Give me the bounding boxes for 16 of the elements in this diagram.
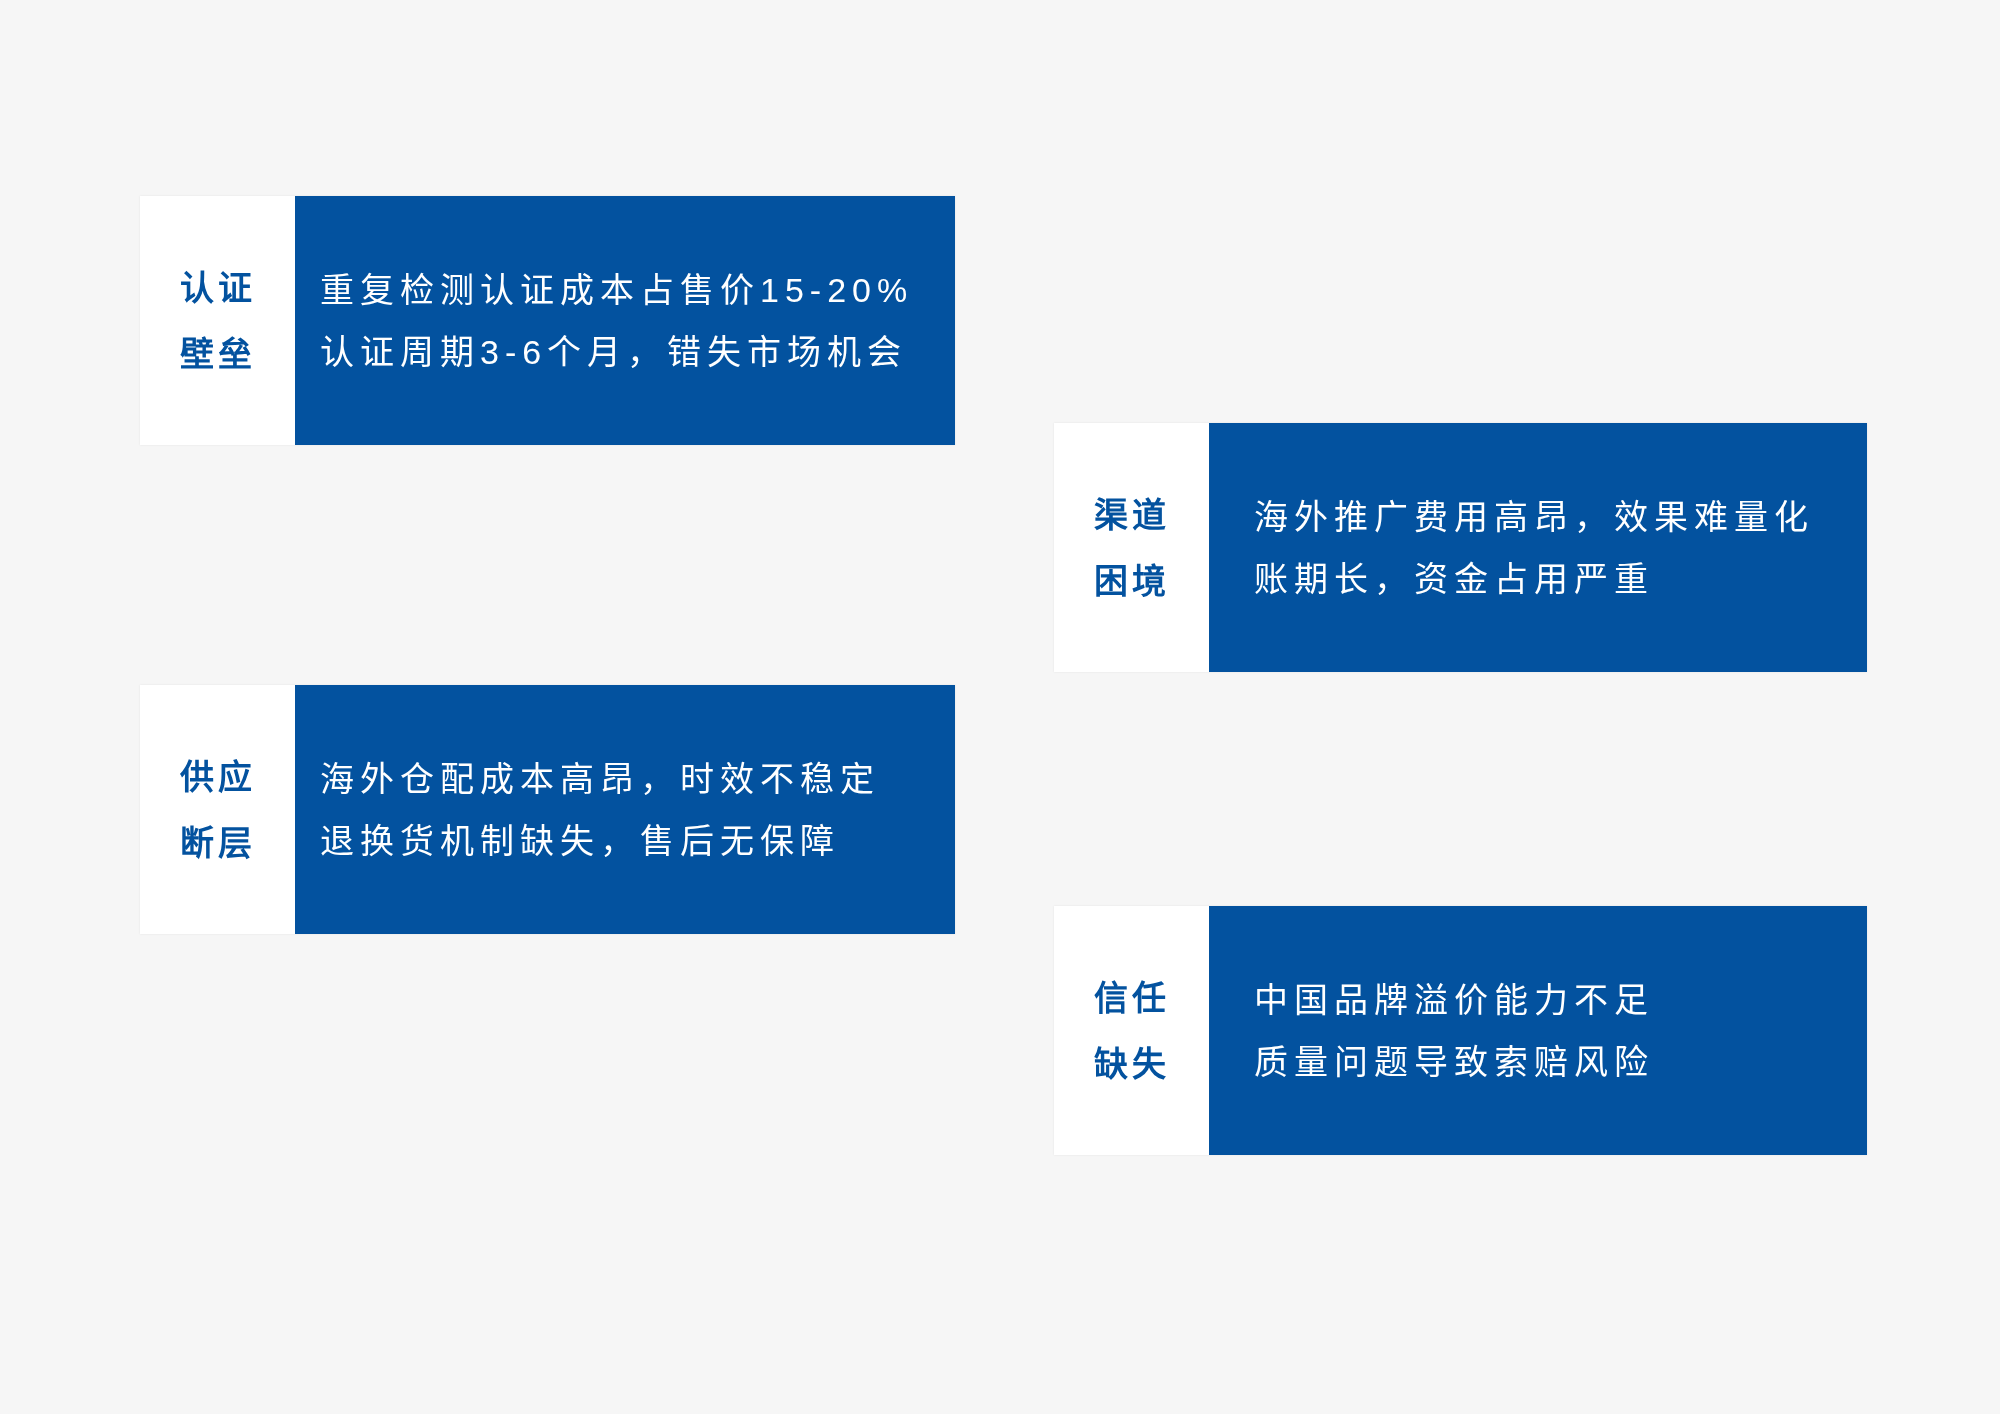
card-text: 退换货机制缺失，售后无保障	[320, 820, 840, 862]
card	[1054, 423, 1867, 672]
card	[140, 196, 955, 445]
card-text: 重复检测认证成本占售价15-20%	[320, 269, 914, 311]
card-text: 账期长，资金占用严重	[1254, 558, 1654, 600]
card-heading: 认证壁垒	[178, 267, 257, 375]
card-heading: 渠道困境	[1092, 494, 1171, 602]
card-text: 质量问题导致索赔风险	[1254, 1041, 1654, 1083]
card-heading: 供应断层	[178, 756, 257, 864]
card-text: 海外推广费用高昂，效果难量化	[1254, 496, 1814, 538]
card-text: 中国品牌溢价能力不足	[1254, 979, 1654, 1021]
card-text: 认证周期3-6个月，错失市场机会	[320, 331, 908, 373]
card	[140, 685, 955, 934]
card-text: 海外仓配成本高昂，时效不稳定	[320, 758, 880, 800]
card-heading: 信任缺失	[1092, 977, 1171, 1085]
card	[1054, 906, 1867, 1155]
